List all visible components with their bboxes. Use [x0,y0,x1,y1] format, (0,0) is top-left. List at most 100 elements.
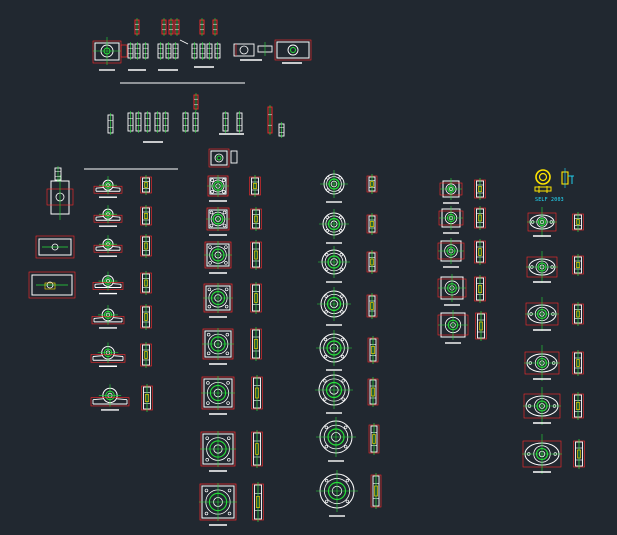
square-flange-front-view [207,175,229,202]
sleeve-part-view [154,111,161,133]
circle [227,436,231,440]
bearing-side-view [572,302,584,326]
rect [577,449,581,459]
take-up-unit-view [437,238,465,268]
sleeve-part-view [161,18,167,36]
bearing-side-view [141,384,153,412]
bearing-side-view [367,377,379,407]
rect [35,235,75,259]
circle [324,445,328,449]
circle [325,253,329,257]
line [92,398,103,401]
pillow-block-front-view [92,271,124,295]
circle [206,332,211,337]
sleeve-part-view [134,42,141,60]
line [113,317,123,319]
circle [216,155,222,161]
circle [323,397,327,401]
rect [254,250,258,260]
circle [323,337,328,342]
sleeve-part-view [182,111,189,133]
bearing-side-view [251,430,263,468]
square-flange-front-view [202,328,234,365]
line [113,216,121,218]
sleeve-part-view [236,111,243,133]
left-column-group [28,175,76,299]
rect [478,285,482,293]
bearing-side-view [367,336,379,364]
rect [145,394,149,402]
bearing-side-view [572,350,584,376]
circle [206,351,211,356]
circle [208,261,212,265]
bearing-side-view [250,327,262,361]
circle [339,229,343,233]
rect [210,150,228,166]
circle [208,245,212,249]
pillow-block-front-view [90,342,126,367]
sleeve-part-view [107,113,114,135]
sleeve-part-view [134,18,140,36]
bearing-side-view [370,473,382,509]
bearing-side-view [249,175,261,197]
circle [340,354,345,359]
line [114,355,124,357]
rect [208,148,230,168]
bearing-side-view [573,439,585,469]
take-up-unit-view [437,310,469,344]
circle [209,223,214,228]
rect [478,248,482,256]
circle [46,281,54,289]
rect [374,485,378,497]
pillow-block-front-view [93,205,123,227]
line [95,187,103,189]
bearing-side-view [474,275,486,303]
circle [226,381,230,385]
line [95,246,103,248]
circle [345,479,349,483]
circle [227,511,232,516]
circle [209,210,214,215]
rect [576,402,580,410]
line [93,317,103,319]
line [113,246,121,248]
circle [207,287,212,292]
circle [222,178,226,182]
sleeve-part-view [135,111,142,133]
sleeve-part-view [172,42,179,60]
two-bolt-flange-front-view [527,207,557,237]
circle [224,261,228,265]
rect [372,434,376,444]
circle [226,401,230,405]
bearing-side-view [250,282,262,314]
self-aligning-insert-icon [534,168,574,193]
two-bolt-flange-front-view [523,387,561,425]
circle [227,488,232,493]
sleeve-part-view [206,42,213,60]
bearing-side-view [474,206,486,230]
bearing-side-view [140,271,152,295]
circle [206,401,210,405]
sleeve-part-view [199,42,206,60]
rect [255,387,259,399]
round-flange-front-view [315,371,353,414]
bearing-side-view [474,178,486,200]
round-flange-front-view [320,170,348,203]
sleeve-part-view [127,111,134,133]
rect [254,293,258,303]
circle [341,397,345,401]
square-flange-front-view [201,376,235,415]
circle [324,310,328,314]
sleeve-part-view [193,93,199,111]
circle [535,169,551,185]
circle [227,458,231,462]
round-flange-front-view [319,209,349,244]
circle [325,499,329,503]
bearing-side-view [250,240,262,270]
rect [254,339,258,349]
bearing-side-view [140,234,152,258]
circle [214,153,224,163]
circle [224,245,228,249]
circle [344,425,348,429]
